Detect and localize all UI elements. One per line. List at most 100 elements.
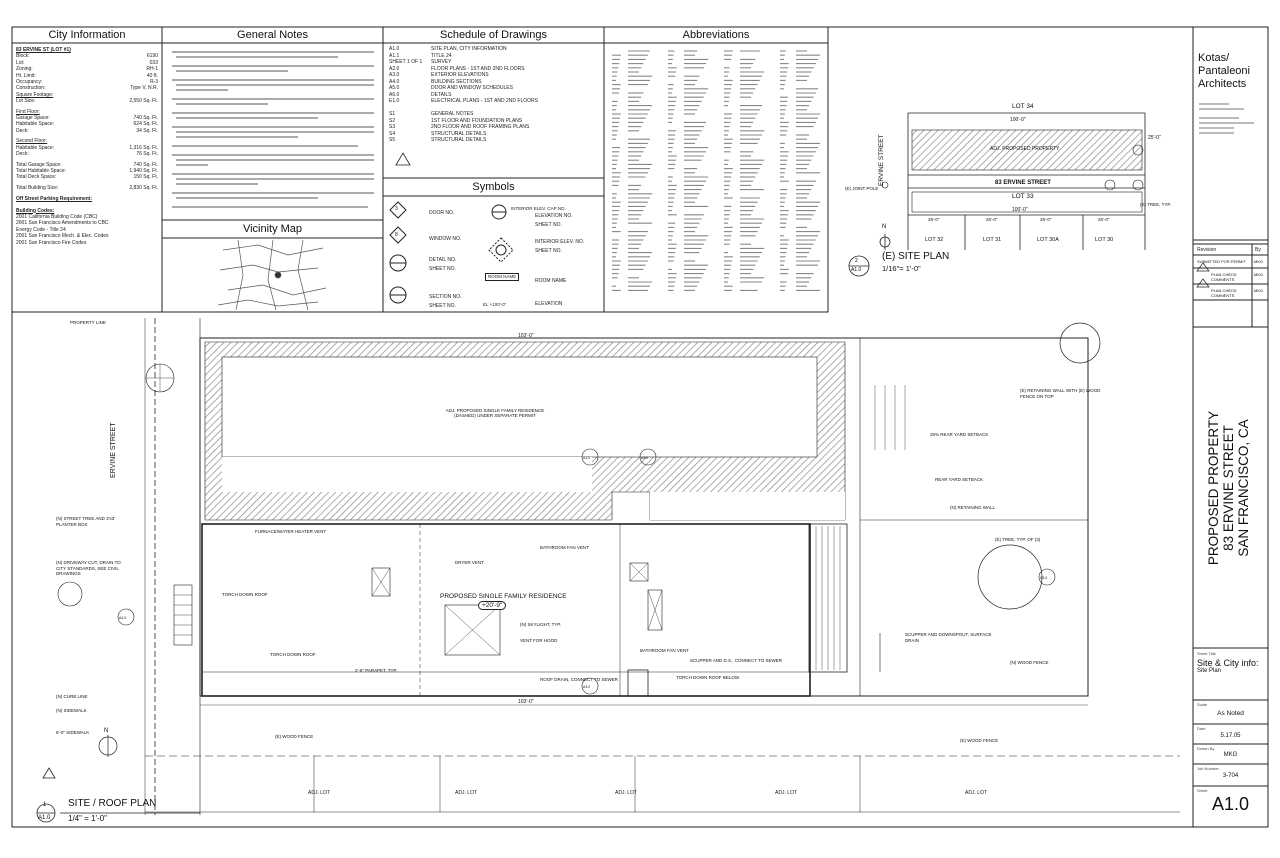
revision-header-label: Revision <box>1197 247 1217 253</box>
main-north: N <box>104 728 109 734</box>
sheet-subtitle: Site Plan <box>1197 668 1222 674</box>
esp-dim-side: 25'-0" <box>1148 135 1161 141</box>
revision-by: MKG <box>1254 288 1264 293</box>
plan-note: ROOF DRAIN, CONNECT TO SEWER <box>540 677 619 682</box>
window-symbol-number: 8 <box>395 232 398 238</box>
esp-pole: (E) JOINT POLE <box>845 186 879 191</box>
first-floor-row-value: 740 Sq. Ft. <box>133 115 158 122</box>
firm-address-lines <box>1199 103 1254 134</box>
lot-size-value: 2,550 Sq. Ft. <box>129 98 158 105</box>
first-floor-row-value: 624 Sq. Ft. <box>133 121 158 128</box>
door-symbol-number: 3 <box>395 206 398 212</box>
main-plan-sheet: A1.0 <box>38 815 51 821</box>
esp-dim-mid: 100'-0" <box>1012 207 1028 213</box>
proposed-residence-label: PROPOSED SINGLE FAMILY RESIDENCE <box>440 593 567 600</box>
esp-scale: 1/16"= 1'-0" <box>882 264 921 273</box>
first-floor-rows: Garage Space:740 Sq. Ft.Habitable Space:… <box>16 115 158 134</box>
plan-note: SCUPPER AND DOWNSPOUT, SURFACE DRAIN <box>905 632 992 643</box>
second-floor-row-value: 76 Sq. Ft. <box>136 151 158 158</box>
detail-no-label: DETAIL NO. <box>429 257 457 263</box>
schedule-sheet-no: S4 <box>389 130 396 137</box>
esp-lot-dim: 25'-0" <box>1040 217 1052 222</box>
schedule-sheet-no: E1.0 <box>389 98 400 104</box>
existing-site-plan <box>848 112 1146 277</box>
esp-sheet: A1.0 <box>851 267 862 273</box>
first-floor-row: Deck:34 Sq. Ft. <box>16 128 158 134</box>
abbreviations-body <box>612 48 824 294</box>
plan-note: (N) CURB LINE <box>56 694 88 699</box>
plan-note: TORCH DOWN ROOF <box>222 592 268 597</box>
first-floor-row-label: Habitable Space: <box>16 121 55 128</box>
total-row-label: Total Garage Space: <box>16 161 62 168</box>
adj-lot-label: ADJ. LOT <box>775 790 797 796</box>
first-floor-heading: First Floor: <box>16 108 40 115</box>
city-info-row-label: Occupancy: <box>16 79 43 86</box>
section-tag: A3.0 <box>583 456 591 460</box>
date-value: 5.17.05 <box>1220 733 1241 739</box>
schedule-sheet-no: A1.1 <box>389 52 400 59</box>
plan-note: SCUPPER AND D.S., CONNECT TO SEWER <box>690 658 783 663</box>
scale-label: Scale <box>1197 702 1208 707</box>
city-info-row-label: Block: <box>16 53 30 60</box>
symbols-panel: 3 DOOR NO. 8 WINDOW NO. DETAIL NO. SHEET… <box>383 196 604 312</box>
section-symbol-icon <box>389 286 407 304</box>
general-notes-lines <box>172 51 374 208</box>
city-info-heading: 83 ERVINE ST (LOT #1) <box>16 47 71 53</box>
esp-lot-label: LOT 31 <box>983 237 1002 243</box>
elevation-sheet-no-label: SHEET NO. <box>535 222 562 228</box>
schedule-sheet-no: A5.0 <box>389 85 400 91</box>
city-info-row-label: Lot: <box>16 59 25 66</box>
city-info-row: Lot: 033 <box>16 60 158 66</box>
second-floor-row-value: 1,316 Sq. Ft. <box>129 144 158 151</box>
esp-title: (E) SITE PLAN <box>882 251 950 262</box>
firm-name: Kotas/ Pantaleoni Architects <box>1198 52 1250 90</box>
total-row-value: 1,940 Sq. Ft. <box>129 167 158 174</box>
plan-note: (E) RETAINING WALL WITH (E) WOOD FENCE O… <box>1020 388 1101 399</box>
plan-note: (N) WOOD FENCE <box>1010 660 1049 665</box>
section-tag: A3.0 <box>1040 576 1048 580</box>
schedule-sheet-no: S3 <box>389 124 396 130</box>
abbreviations-title: Abbreviations <box>682 29 750 41</box>
city-info-title: City Information <box>48 29 126 41</box>
schedule-desc: DETAILS <box>431 91 452 98</box>
schedule-sheet-no: S5 <box>389 137 396 143</box>
section-tag: A3.0 <box>641 456 649 460</box>
elevation-no-label: ELEVATION NO. <box>535 213 573 219</box>
elevation-symbol-icon <box>491 204 507 220</box>
schedule-sheet-no: S2 <box>389 117 396 124</box>
total-row-value: 740 Sq. Ft. <box>133 161 158 168</box>
city-info-row: Occupancy:R-3 <box>16 79 158 85</box>
code-item: Energy Code - Title 24 <box>16 226 66 233</box>
lot-34-label: LOT 34 <box>1012 103 1034 110</box>
first-floor-row: Habitable Space: 624 Sq. Ft. <box>16 121 158 127</box>
symbols-title: Symbols <box>472 181 515 193</box>
revision-desc: PLAN CHECK COMMENTS <box>1211 272 1237 282</box>
project-name-rotated: PROPOSED PROPERTY 83 ERVINE STREET SAN F… <box>1206 338 1256 638</box>
firm-address <box>1199 100 1259 149</box>
esp-lot-dim: 25'-0" <box>986 217 998 222</box>
room-name-label: ROOM NAME <box>535 278 567 284</box>
schedule-desc: FLOOR PLANS - 1ST AND 2ND FLOORS <box>431 65 525 72</box>
city-info-row: Ht. Limit:40 ft. <box>16 73 158 79</box>
first-floor-row: Garage Space:740 Sq. Ft. <box>16 115 158 121</box>
schedule-desc: 1ST FLOOR AND FOUNDATION PLANS <box>431 117 523 124</box>
code-item: 2001 San Francisco Amendments to CBC <box>16 220 109 227</box>
adj-residence-label: ADJ. PROPOSED SINGLE FAMILY RESIDENCE (D… <box>445 408 545 418</box>
schedule-desc: 2ND FLOOR AND ROOF FRAMING PLANS <box>431 124 530 130</box>
project-line-1: PROPOSED PROPERTY <box>1206 410 1221 566</box>
second-floor-row: Habitable Space:1,316 Sq. Ft. <box>16 145 158 151</box>
esp-street-text: ERVINE STREET <box>878 134 885 186</box>
vicinity-map <box>217 239 328 311</box>
vicinity-map-drawing <box>217 239 327 311</box>
city-info-row-value: 033 <box>149 59 158 66</box>
